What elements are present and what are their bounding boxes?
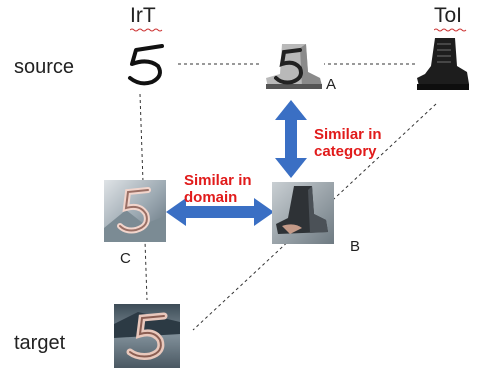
annotation-category-line2: category	[314, 143, 377, 160]
black-ankle-boot-image	[417, 38, 469, 90]
dashed-toi-diagonal	[192, 103, 437, 331]
column-header-irt: IrT	[130, 4, 156, 27]
boot-with-digit-5-image	[262, 40, 324, 92]
point-a-label: A	[326, 76, 337, 93]
annotation-category-line1: Similar in	[314, 126, 382, 143]
handwritten-digit-5-image	[128, 44, 164, 86]
category-arrow	[275, 100, 307, 178]
annotation-domain: Similar in domain	[184, 172, 252, 206]
annotation-category: Similar in category	[314, 126, 382, 160]
spellcheck-underline	[434, 28, 467, 32]
row-label-source: source	[14, 56, 75, 78]
digit-5-photo-image	[104, 180, 166, 242]
point-c-label: C	[120, 250, 131, 267]
annotation-domain-line1: Similar in	[184, 172, 252, 189]
digit-5-target-image	[114, 304, 180, 368]
column-header-toi: ToI	[434, 4, 463, 27]
point-b-label: B	[350, 238, 361, 255]
domain-arrow	[166, 198, 274, 226]
boot-photo-image	[272, 182, 334, 244]
spellcheck-underline	[130, 28, 163, 32]
annotation-domain-line2: domain	[184, 189, 238, 206]
row-label-target: target	[14, 332, 66, 354]
